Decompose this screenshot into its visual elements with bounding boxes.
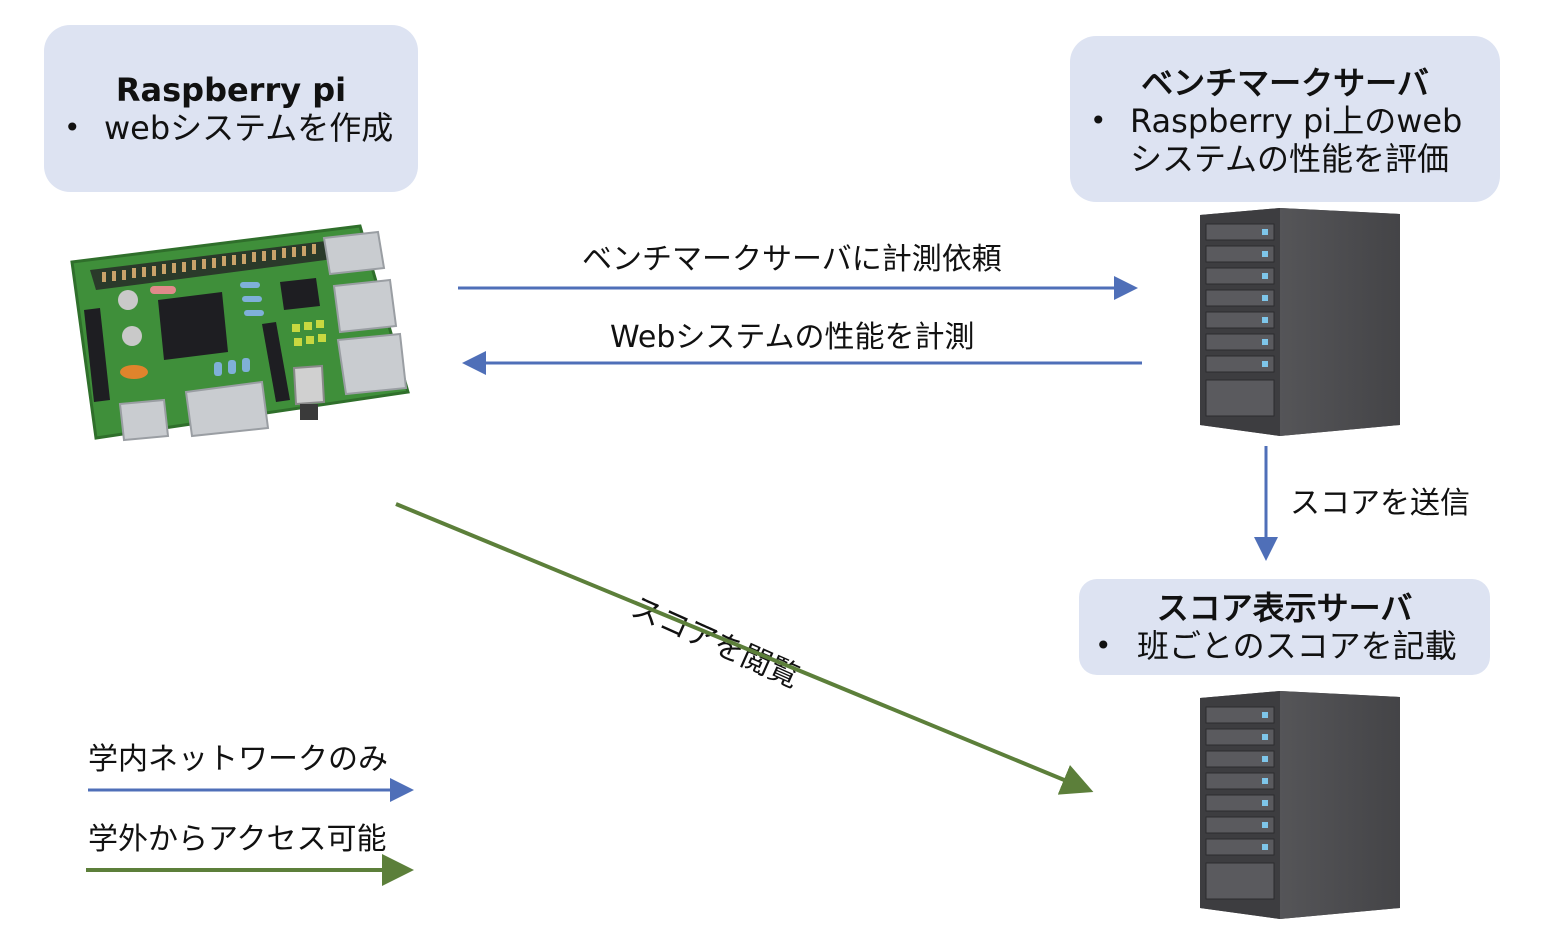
raspberry-pi-box: Raspberry pi • webシステムを作成: [44, 25, 418, 192]
measure-label: Webシステムの性能を計測: [610, 320, 975, 355]
score-display-server-item: • 班ごとのスコアを記載: [1079, 627, 1490, 665]
request-label: ベンチマークサーバに計測依頼: [582, 242, 1002, 277]
benchmark-server-icon: [1200, 208, 1400, 436]
score-display-server-title: スコア表示サーバ: [1156, 589, 1413, 627]
raspberry-pi-item-text: webシステムを作成: [104, 109, 394, 147]
benchmark-server-item-line1: Raspberry pi上のweb: [1130, 102, 1463, 140]
send-score-label: スコアを送信: [1290, 486, 1470, 521]
raspberry-pi-title: Raspberry pi: [115, 71, 347, 109]
bullet-icon: •: [1095, 629, 1112, 662]
benchmark-server-title: ベンチマークサーバ: [1141, 64, 1429, 102]
score-display-server-item-text: 班ごとのスコアを記載: [1137, 627, 1457, 665]
browse-score-arrow: [395, 502, 1094, 795]
raspberry-pi-board-icon: [70, 224, 410, 442]
benchmark-server-item-cont: システムの性能を評価: [1070, 140, 1500, 178]
score-display-server-icon: [1200, 691, 1400, 919]
legend-external-label: 学外からアクセス可能: [88, 822, 387, 857]
legend-internal-label: 学内ネットワークのみ: [88, 742, 388, 777]
bullet-icon: •: [1090, 104, 1107, 137]
benchmark-server-item: • Raspberry pi上のweb: [1070, 102, 1500, 140]
benchmark-server-item-line2: システムの性能を評価: [1130, 140, 1450, 178]
bullet-icon: •: [64, 111, 81, 144]
benchmark-server-box: ベンチマークサーバ • Raspberry pi上のweb システムの性能を評価: [1070, 36, 1500, 202]
score-display-server-box: スコア表示サーバ • 班ごとのスコアを記載: [1079, 579, 1490, 675]
raspberry-pi-item: • webシステムを作成: [44, 109, 418, 147]
